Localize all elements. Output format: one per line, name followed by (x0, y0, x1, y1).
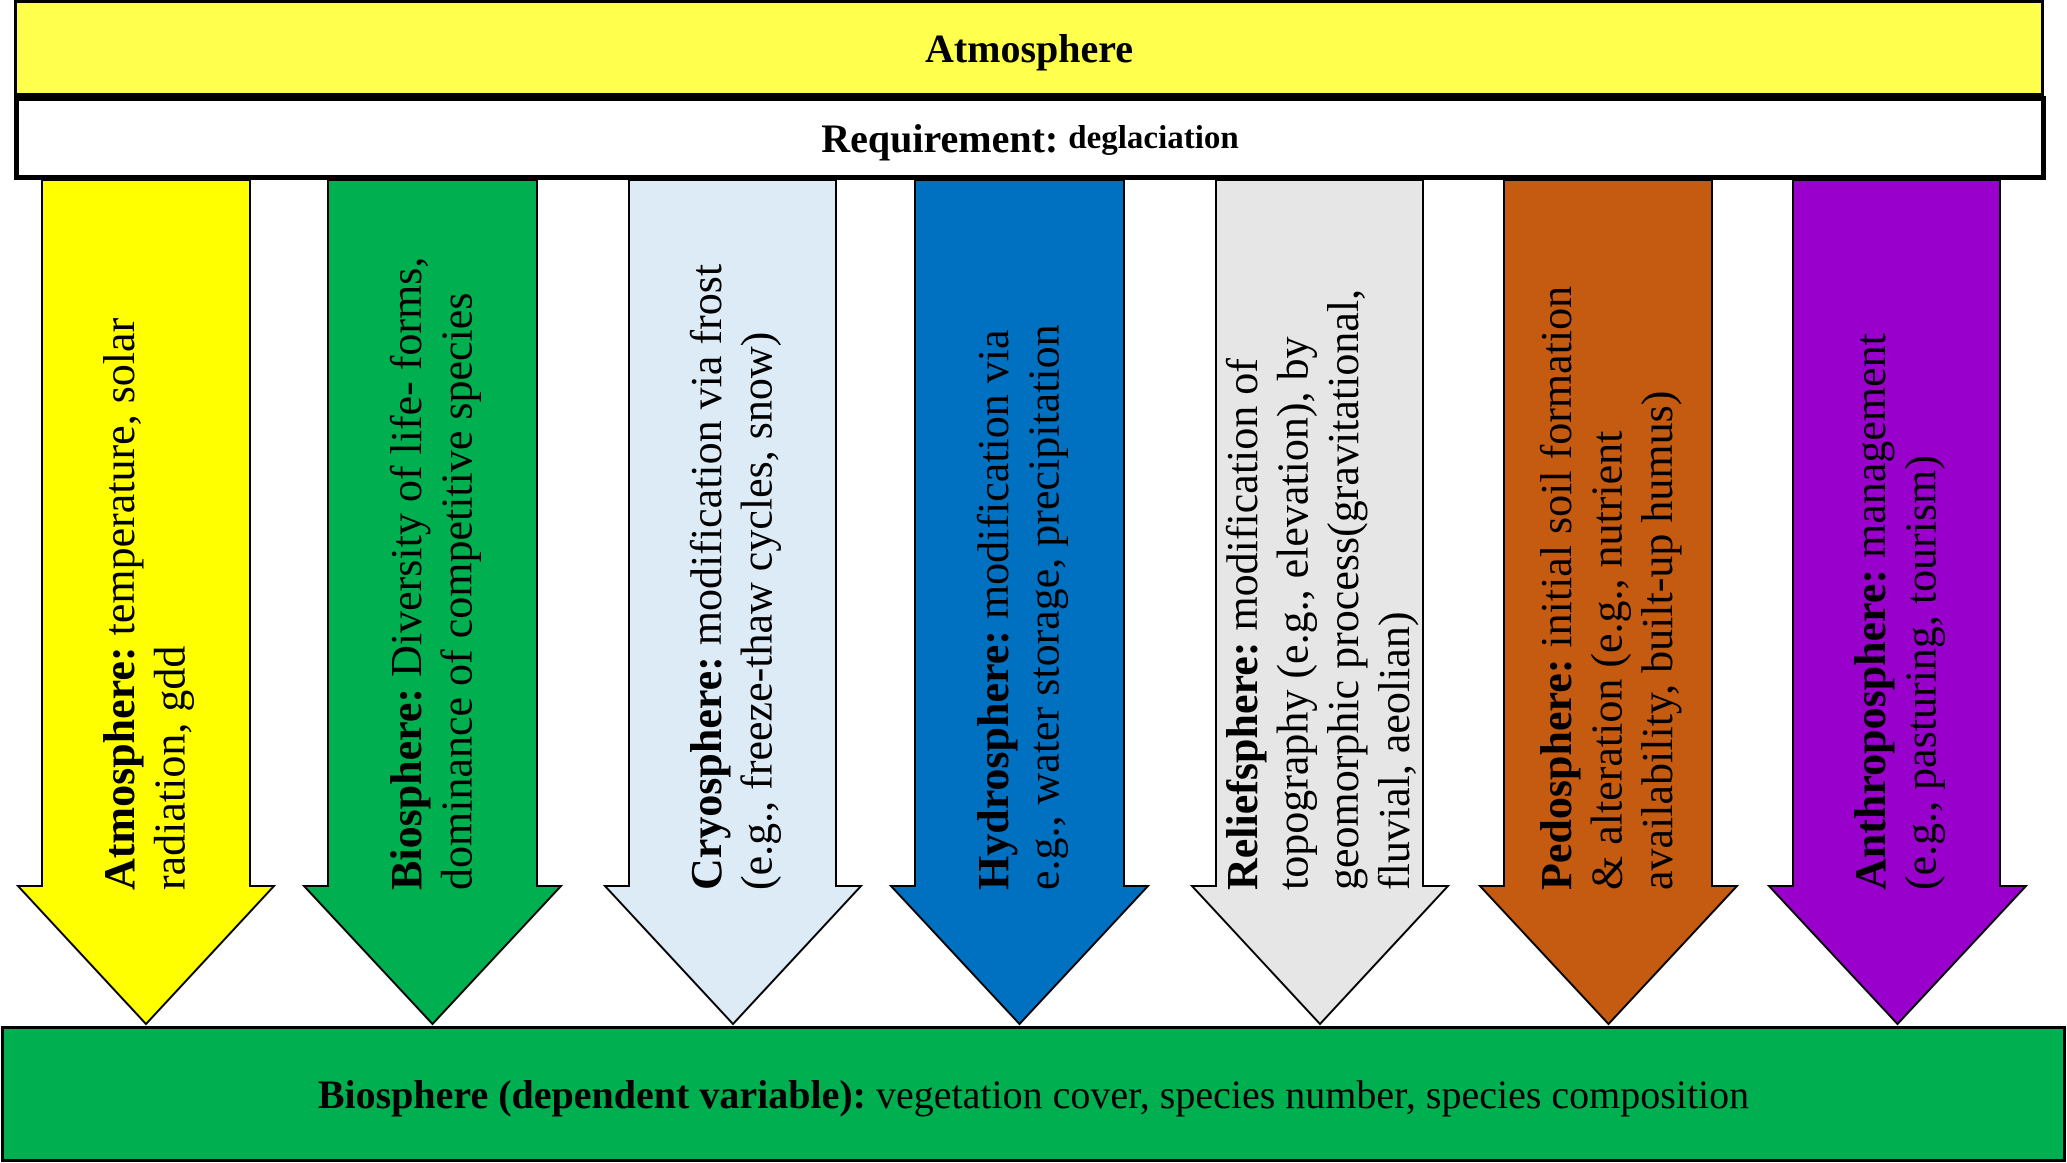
arrow-line: e.g., water storage, precipitation (1019, 324, 1069, 890)
arrow-atmosphere (15, 179, 277, 1026)
arrow-line: management (1845, 333, 1895, 569)
arrow-anthroposphere (1766, 179, 2029, 1026)
arrow-line: initial soil formation (1532, 285, 1582, 659)
arrow-label: Reliefsphere: (1218, 641, 1268, 890)
arrow-biosphere (301, 179, 564, 1026)
arrow-label: Biosphere: (381, 687, 431, 890)
atmosphere-title: Atmosphere (924, 25, 1134, 71)
arrow-label: Pedosphere: (1532, 658, 1582, 890)
arrow-line: radiation, gdd (146, 645, 195, 890)
arrow-line: & alteration (e.g., nutrient (1582, 430, 1632, 890)
requirement-box: Requirement: deglaciation (14, 96, 2046, 180)
arrow-line: temperature, solar (95, 317, 145, 647)
arrow-line: modification via frost (681, 263, 731, 657)
arrow-text-anthroposphere: Anthroposphere: management(e.g., pasturi… (1793, 200, 2000, 890)
footer-label: Biosphere (dependent variable): (317, 1071, 866, 1117)
biosphere-dependent-bar: Biosphere (dependent variable): vegetati… (1, 1026, 2066, 1162)
arrow-line: fluvial, aeolian) (1370, 611, 1420, 890)
arrow-line: dominance of competitive species (432, 292, 482, 890)
arrow-label: Cryosphere: (681, 656, 731, 890)
arrow-text-content: Cryosphere: modification via frost(e.g.,… (682, 200, 783, 890)
arrow-line: topography (e.g., elevation), by (1268, 336, 1318, 890)
requirement-sep: : (1044, 115, 1069, 161)
arrow-text-content: Pedosphere: initial soil formation& alte… (1532, 200, 1684, 890)
arrow-label: Hydrosphere: (968, 630, 1018, 890)
arrow-label: Anthroposphere: (1845, 568, 1895, 890)
arrow-line: Diversity of life- forms, (381, 256, 431, 688)
arrow-text-content: Biosphere: Diversity of life- forms,domi… (382, 200, 483, 890)
requirement-label: Requirement (821, 115, 1045, 161)
arrow-line: modification via (968, 329, 1018, 631)
arrow-line: availability, built-up humus) (1633, 390, 1683, 890)
arrow-text-biosphere: Biosphere: Diversity of life- forms,domi… (328, 200, 537, 890)
arrow-reliefsphere (1189, 179, 1451, 1026)
arrow-cryosphere (602, 179, 864, 1026)
arrow-line: (e.g., freeze-thaw cycles, snow) (732, 331, 782, 890)
arrow-text-cryosphere: Cryosphere: modification via frost(e.g.,… (629, 200, 836, 890)
arrow-label: Atmosphere: (95, 646, 145, 890)
atmosphere-header: Atmosphere (14, 0, 2044, 96)
arrow-hydrosphere (888, 179, 1151, 1026)
arrow-line: geomorphic process(gravitational, (1319, 288, 1369, 890)
arrow-text-pedosphere: Pedosphere: initial soil formation& alte… (1504, 200, 1712, 890)
footer-value: vegetation cover, species number, specie… (865, 1071, 1750, 1117)
arrow-line: (e.g., pasturing, tourism) (1896, 454, 1946, 890)
requirement-value: deglaciation (1068, 119, 1239, 156)
arrow-pedosphere (1477, 179, 1740, 1026)
arrow-line: modification of (1218, 358, 1268, 642)
arrow-text-content: Anthroposphere: management(e.g., pasturi… (1846, 200, 1947, 890)
